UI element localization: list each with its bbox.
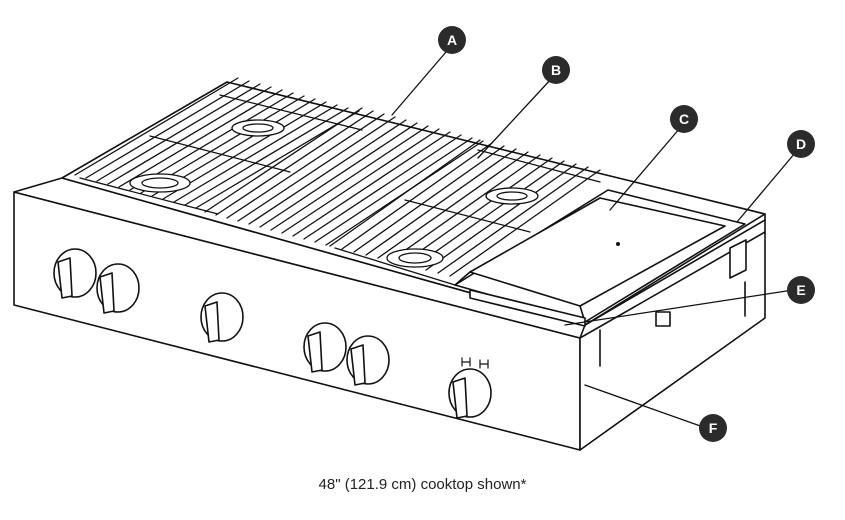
front-panel — [13, 177, 586, 451]
callout-b-label: B — [551, 62, 561, 78]
center-grates — [204, 107, 484, 246]
knob-1[interactable] — [53, 248, 97, 299]
right-grates — [329, 139, 601, 286]
knob-4[interactable] — [303, 322, 347, 373]
callout-f: F — [699, 414, 727, 442]
left-grates — [74, 77, 363, 215]
callout-e-label: E — [796, 282, 805, 298]
callout-c-label: C — [679, 111, 689, 127]
knob-2[interactable] — [96, 263, 140, 314]
callout-a-label: A — [447, 32, 457, 48]
figure-caption: 48" (121.9 cm) cooktop shown* — [318, 476, 527, 493]
leader-lines — [391, 44, 796, 429]
knob-3[interactable] — [200, 292, 244, 343]
callout-d-label: D — [796, 136, 806, 152]
side-panel — [579, 213, 766, 451]
callout-b: B — [542, 56, 570, 84]
knob-6[interactable] — [448, 368, 492, 419]
callout-f-label: F — [709, 420, 718, 436]
knob-5[interactable] — [346, 335, 390, 386]
griddle-tray — [469, 289, 586, 327]
callout-c: C — [670, 105, 698, 133]
callout-d: D — [787, 130, 815, 158]
callout-a: A — [438, 26, 466, 54]
callout-e: E — [787, 276, 815, 304]
griddle-symbol-icon — [461, 357, 489, 369]
